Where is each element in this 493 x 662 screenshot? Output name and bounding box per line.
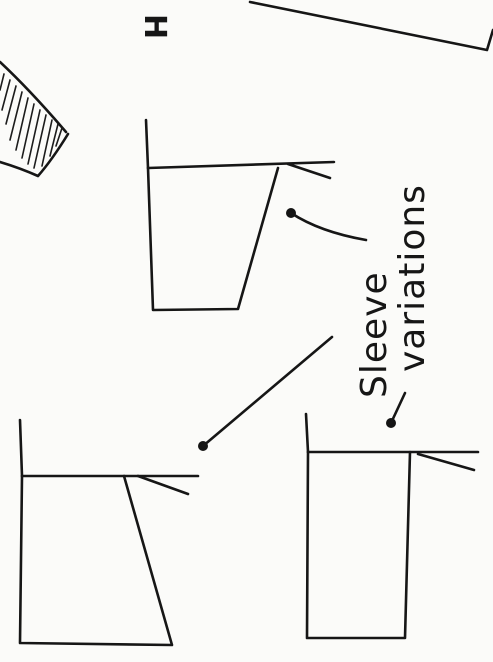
cuff-sketch (0, 60, 70, 178)
sleeve-variations-label: Sleeve variations (354, 184, 433, 398)
label-line-variations: variations (392, 184, 433, 372)
sleeve-variation-2 (18, 335, 334, 647)
page-corner-outline (248, 0, 493, 52)
sleeve-variation-1 (144, 118, 368, 312)
corner-mark: H (137, 14, 172, 39)
label-line-sleeve: Sleeve (354, 271, 395, 398)
sleeve-variation-3 (304, 391, 480, 640)
